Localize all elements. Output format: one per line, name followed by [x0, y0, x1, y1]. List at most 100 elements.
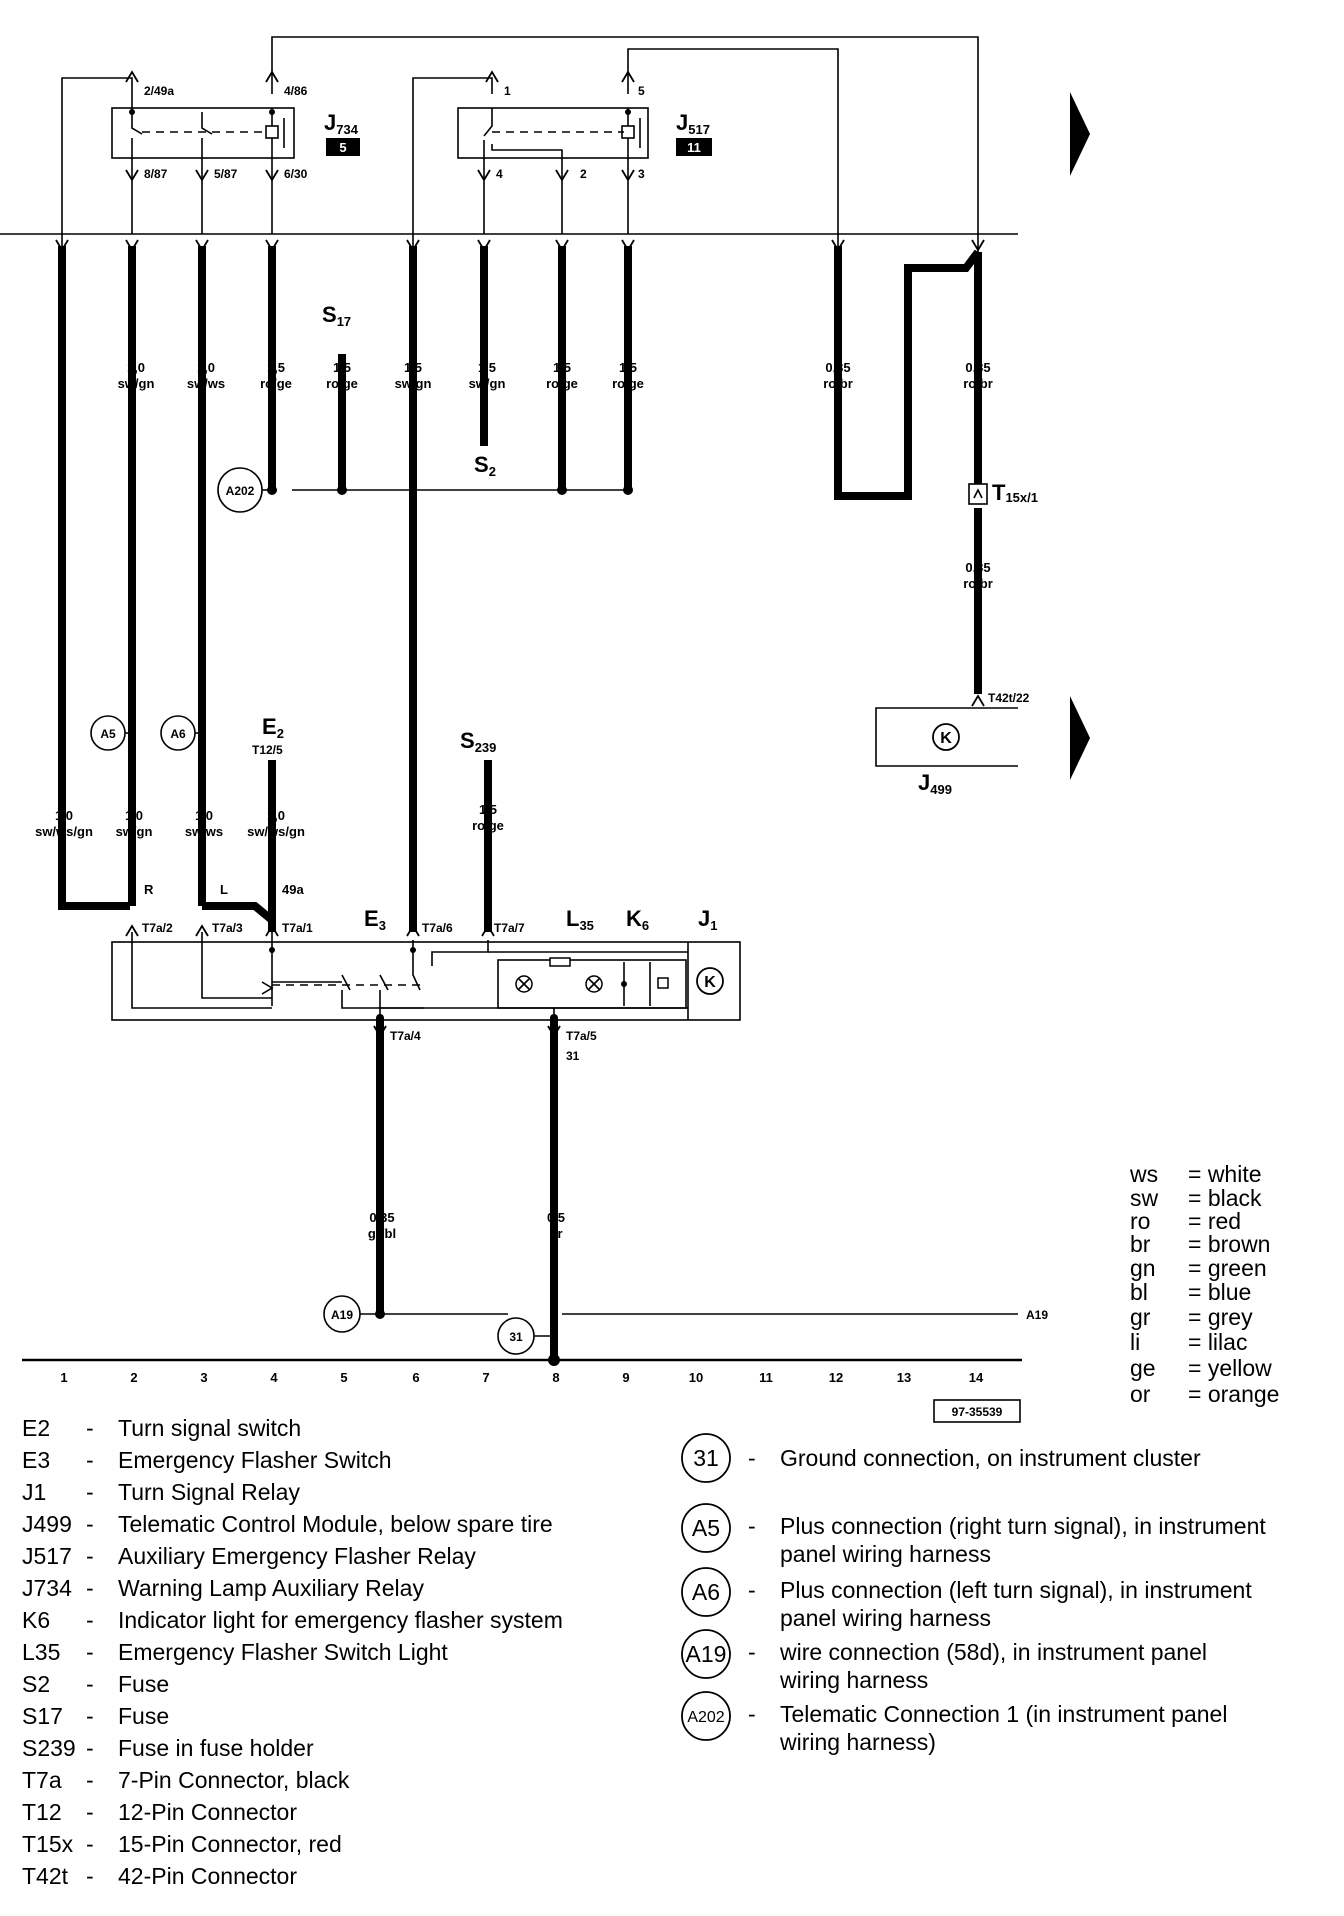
svg-text:4: 4 — [270, 1370, 278, 1385]
t15x1-label: T15x/1 — [992, 480, 1038, 505]
e2-label: E2 — [262, 714, 284, 741]
svg-text:Telematic Control Module, belo: Telematic Control Module, below spare ti… — [118, 1511, 553, 1537]
svg-text:br: br — [1130, 1231, 1151, 1257]
top-thin-wiring — [0, 36, 1018, 252]
svg-text:-: - — [86, 1863, 94, 1889]
fuse-bus: A202 S17 S2 — [217, 302, 633, 513]
j517-pin-2: 2 — [580, 167, 587, 181]
j517-pin-4: 4 — [496, 167, 503, 181]
svg-text:T42t: T42t — [22, 1863, 69, 1889]
t42t22-label: T42t/22 — [988, 691, 1030, 705]
j1-k-symbol: K — [704, 974, 716, 991]
svg-text:wiring harness: wiring harness — [779, 1667, 928, 1693]
svg-text:11: 11 — [759, 1370, 773, 1385]
svg-text:Auxiliary Emergency Flasher Re: Auxiliary Emergency Flasher Relay — [118, 1543, 476, 1569]
svg-text:ro/br: ro/br — [963, 576, 993, 591]
pin-t7a-3: T7a/3 — [212, 921, 243, 935]
component-legend: E2-Turn signal switch E3-Emergency Flash… — [22, 1415, 563, 1889]
svg-text:= lilac: = lilac — [1188, 1329, 1247, 1355]
terminal-l-label: L — [220, 882, 228, 897]
a19-circle-label: A19 — [331, 1308, 353, 1322]
pin-t7a-7: T7a/7 — [494, 921, 525, 935]
svg-text:panel wiring harness: panel wiring harness — [780, 1605, 991, 1631]
a5-circle-label: A5 — [100, 727, 116, 741]
svg-text:sw/gn: sw/gn — [118, 376, 155, 391]
j734-pin-5-87: 5/87 — [214, 167, 238, 181]
svg-text:Plus connection (left turn sig: Plus connection (left turn signal), in i… — [780, 1577, 1252, 1603]
svg-text:1,5: 1,5 — [619, 360, 637, 375]
svg-text:10: 10 — [689, 1370, 703, 1385]
svg-text:12: 12 — [829, 1370, 843, 1385]
svg-text:-: - — [86, 1735, 94, 1761]
svg-text:= blue: = blue — [1188, 1279, 1251, 1305]
svg-text:1,0: 1,0 — [125, 808, 143, 823]
continuation-arrow-mid — [1070, 696, 1090, 780]
svg-text:-: - — [748, 1577, 756, 1603]
svg-text:1,0: 1,0 — [267, 808, 285, 823]
ground-31-circle-label: 31 — [509, 1330, 523, 1344]
svg-text:ro/ge: ro/ge — [260, 376, 292, 391]
svg-text:Fuse in fuse holder: Fuse in fuse holder — [118, 1735, 314, 1761]
j517-pin-5: 5 — [638, 84, 645, 98]
svg-text:T7a: T7a — [22, 1767, 62, 1793]
svg-text:gr: gr — [1130, 1304, 1151, 1330]
svg-text:ro/ge: ro/ge — [326, 376, 358, 391]
s239-label: S239 — [460, 728, 496, 755]
a19-line-label: A19 — [1026, 1308, 1048, 1322]
pin-t7a-5: T7a/5 — [566, 1029, 597, 1043]
svg-text:ro/br: ro/br — [963, 376, 993, 391]
svg-text:6: 6 — [412, 1370, 419, 1385]
svg-text:12-Pin Connector: 12-Pin Connector — [118, 1799, 297, 1825]
pin-t7a-4: T7a/4 — [390, 1029, 421, 1043]
svg-text:-: - — [748, 1513, 756, 1539]
svg-text:A6: A6 — [692, 1579, 720, 1605]
telematic-control-module-j499: T42t/22 K J499 — [875, 691, 1030, 797]
j734-pin-6-30: 6/30 — [284, 167, 308, 181]
svg-text:S2: S2 — [22, 1671, 50, 1697]
svg-text:ro/ge: ro/ge — [472, 818, 504, 833]
svg-text:= grey: = grey — [1188, 1304, 1253, 1330]
e3-label: E3 — [364, 906, 386, 933]
svg-text:S239: S239 — [22, 1735, 76, 1761]
pin-t7a-1: T7a/1 — [282, 921, 313, 935]
svg-text:sw/ws: sw/ws — [185, 824, 223, 839]
color-legend: ws= white sw= black ro= red br= brown gn… — [1129, 1161, 1279, 1407]
svg-text:J734: J734 — [22, 1575, 72, 1601]
svg-text:J499: J499 — [22, 1511, 72, 1537]
svg-text:0,5: 0,5 — [547, 1210, 565, 1225]
svg-text:wiring harness): wiring harness) — [779, 1729, 936, 1755]
a6-circle-label: A6 — [170, 727, 186, 741]
connection-legend: 31 - Ground connection, on instrument cl… — [681, 1433, 1266, 1755]
svg-text:31: 31 — [693, 1445, 719, 1471]
svg-text:9: 9 — [622, 1370, 629, 1385]
svg-text:A19: A19 — [686, 1641, 727, 1667]
svg-text:-: - — [86, 1799, 94, 1825]
svg-text:ws: ws — [1129, 1161, 1158, 1187]
svg-text:sw/gn: sw/gn — [395, 376, 432, 391]
svg-text:gr/bl: gr/bl — [368, 1226, 396, 1241]
j734-label: J734 — [324, 110, 359, 137]
thick-wires — [58, 246, 982, 1360]
svg-text:-: - — [86, 1639, 94, 1665]
emergency-flasher-switch-module: K T — [111, 906, 741, 1063]
svg-text:15-Pin Connector, red: 15-Pin Connector, red — [118, 1831, 342, 1857]
svg-text:A202: A202 — [687, 1709, 724, 1726]
svg-text:1,0: 1,0 — [55, 808, 73, 823]
wire-labels-middle: 1,0sw/ws/gn 1,0sw/gn 1,0sw/ws 1,0sw/ws/g… — [35, 802, 504, 839]
s17-label: S17 — [322, 302, 351, 329]
svg-text:Warning Lamp Auxiliary Relay: Warning Lamp Auxiliary Relay — [118, 1575, 424, 1601]
svg-text:sw/gn: sw/gn — [116, 824, 153, 839]
svg-text:3: 3 — [200, 1370, 207, 1385]
svg-text:-: - — [86, 1831, 94, 1857]
svg-text:-: - — [86, 1575, 94, 1601]
svg-text:Emergency Flasher Switch Light: Emergency Flasher Switch Light — [118, 1639, 448, 1665]
svg-text:1,5: 1,5 — [404, 360, 422, 375]
svg-text:E2: E2 — [22, 1415, 50, 1441]
j517-label: J517 — [676, 110, 710, 137]
j734-box-number: 5 — [339, 140, 346, 155]
svg-text:T12: T12 — [22, 1799, 62, 1825]
svg-text:Fuse: Fuse — [118, 1671, 169, 1697]
t15x-connector: T15x/1 — [968, 480, 1038, 505]
pin-t7a-2: T7a/2 — [142, 921, 173, 935]
